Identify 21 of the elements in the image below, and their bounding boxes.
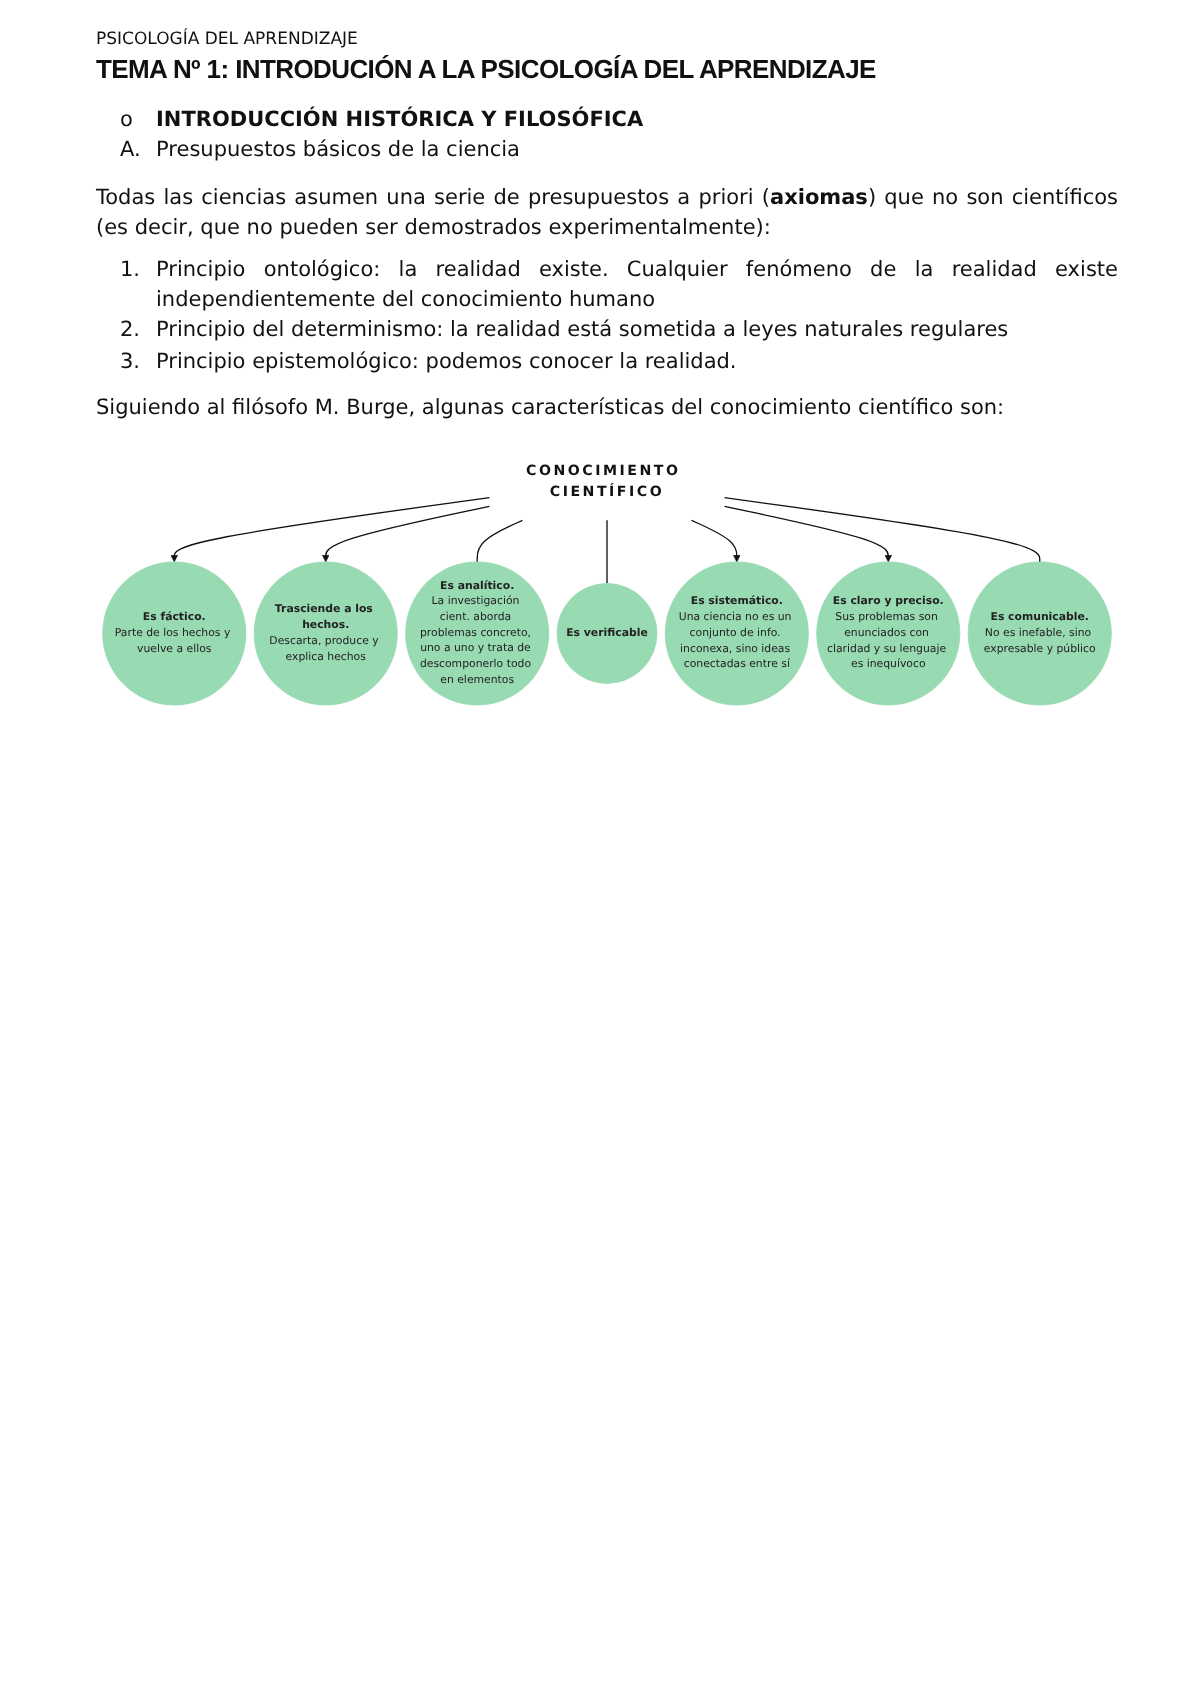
arrow: [723, 505, 892, 563]
bullet-marker: o: [120, 106, 135, 137]
title: TEMA Nº 1: INTRODUCIÓN A LA PSICOLOGÍA DEL APRENDIZAJE: [96, 52, 878, 89]
connector: [606, 519, 608, 585]
arrow: [322, 505, 491, 563]
header-text: PSICOLOGÍA DEL APRENDIZAJE: [96, 28, 360, 53]
arrow: [170, 497, 491, 563]
connector: [723, 497, 1041, 563]
arrow: [690, 519, 741, 563]
connector: [476, 519, 524, 563]
list-item: Principio ontológico: la realidad existe. Cualquier fenómeno de la realidad existe independientemente del conocimiento humano: [156, 256, 1118, 317]
paragraph: Siguiendo al filósofo M. Burge, algunas características del conocimiento científico son:: [96, 393, 1007, 424]
list-number: 2.: [120, 316, 143, 347]
list-number: 3.: [120, 347, 143, 378]
paragraph: Todas las ciencias asumen una serie de presupuestos a priori (axiomas) que no son científicos (es decir, que no pueden ser demostrados experimentalmente):: [96, 183, 1118, 244]
subsection-heading: Presupuestos básicos de la ciencia: [156, 136, 522, 167]
list-marker: A.: [120, 136, 143, 167]
list-item: Principio epistemológico: podemos conocer la realidad.: [156, 347, 739, 378]
list-item: Principio del determinismo: la realidad está sometida a leyes naturales regulares: [156, 316, 1011, 347]
section-heading: INTRODUCCIÓN HISTÓRICA Y FILOSÓFICA: [156, 106, 646, 137]
list-number: 1.: [120, 256, 143, 287]
